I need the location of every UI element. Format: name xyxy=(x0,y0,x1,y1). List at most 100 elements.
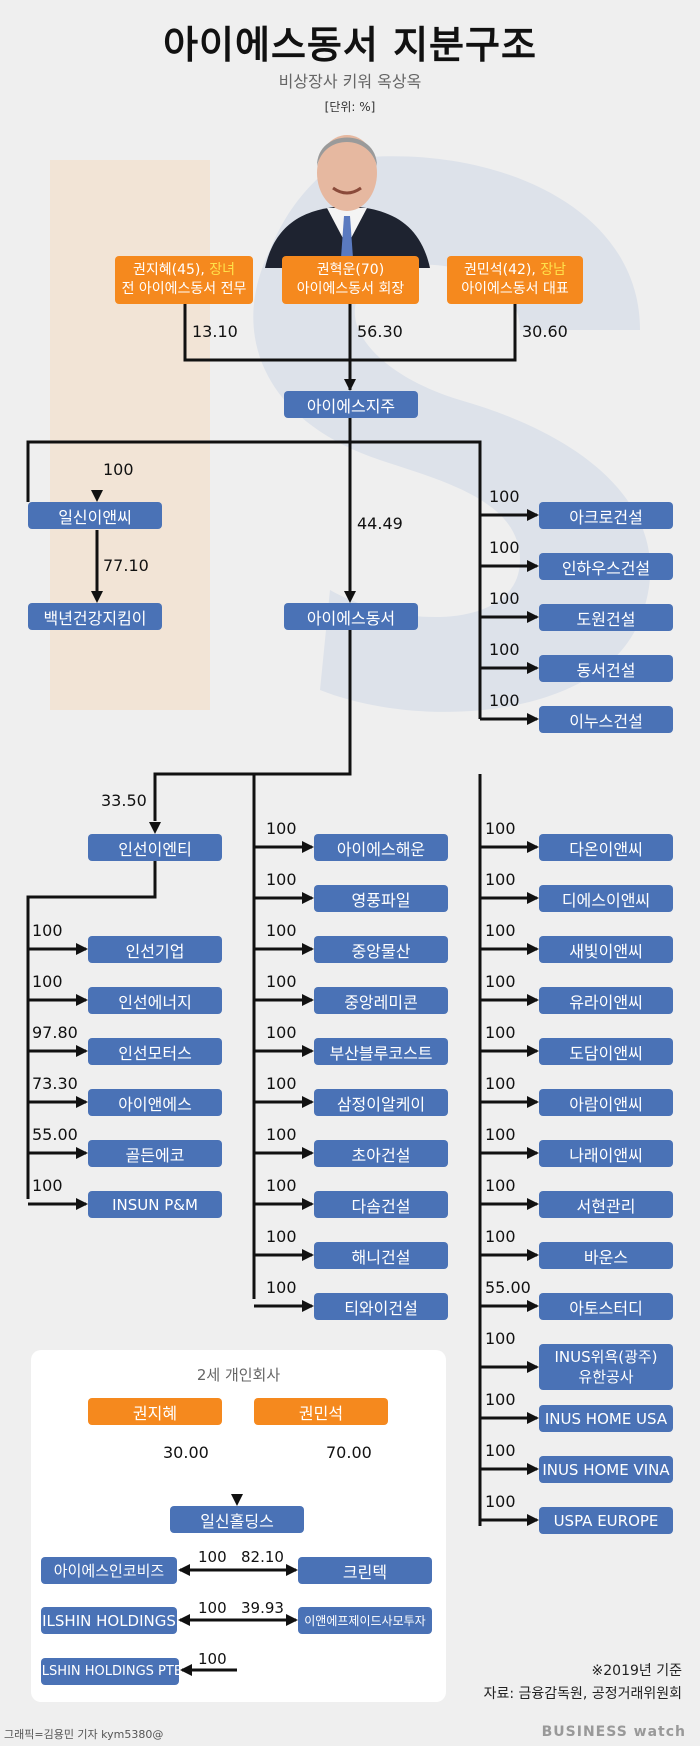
middle-subs-arrow-2 xyxy=(302,943,314,955)
inseon-subs-arrow-2 xyxy=(76,1045,88,1057)
middle-subs-box-5: 삼정이알케이 xyxy=(314,1089,448,1116)
inseon-subs-arrow-1 xyxy=(76,994,88,1006)
inseon-box: 인선이엔티 xyxy=(88,834,222,861)
inseon-subs-box-1: 인선에너지 xyxy=(88,987,222,1014)
sg-sub-left-0: 아이에스인코비즈 xyxy=(41,1557,177,1584)
right-subs-arrow-7 xyxy=(527,1198,539,1210)
right-subs-arrow-3 xyxy=(527,994,539,1006)
middle-subs-stake-5: 100 xyxy=(266,1074,297,1093)
holding-subs-arrow-0 xyxy=(527,509,539,521)
right-subs-name-6: 나래이앤씨 xyxy=(569,1145,643,1165)
right-subs-arrow-12 xyxy=(527,1463,539,1475)
right-subs-box-12: INUS HOME VINA xyxy=(539,1456,673,1483)
stake-chairman: 56.30 xyxy=(357,322,403,341)
inseon-subs-arrow-0 xyxy=(76,943,88,955)
right-subs-arrow-5 xyxy=(527,1096,539,1108)
right-subs-name-12: INUS HOME VINA xyxy=(542,1460,670,1479)
middle-subs-stake-7: 100 xyxy=(266,1176,297,1195)
holding-subs-arrow-4 xyxy=(527,713,539,725)
stake-son: 30.60 xyxy=(522,322,568,341)
owner-stake-minseok: 70.00 xyxy=(326,1443,372,1462)
middle-subs-arrow-5 xyxy=(302,1096,314,1108)
middle-subs-name-0: 아이에스해운 xyxy=(336,839,426,859)
sg-sub-right-1: 이앤에프제이드사모투자 xyxy=(298,1607,432,1634)
holding-box: 아이에스지주 xyxy=(284,391,418,418)
inseon-subs-name-5: INSUN P&M xyxy=(112,1195,198,1214)
right-subs-arrow-4 xyxy=(527,1045,539,1057)
inseon-subs-box-4: 골든에코 xyxy=(88,1140,222,1167)
middle-subs-arrow-8 xyxy=(302,1249,314,1261)
right-subs-name-11: INUS HOME USA xyxy=(544,1409,668,1428)
holding-subs-box-1: 인하우스건설 xyxy=(539,553,673,580)
inseon-stake: 33.50 xyxy=(101,791,147,810)
middle-subs-name-4: 부산블루코스트 xyxy=(329,1043,433,1063)
right-subs-box-13: USPA EUROPE xyxy=(539,1507,673,1534)
middle-subs-box-7: 다솜건설 xyxy=(314,1191,448,1218)
sg-stake-right-0: 82.10 xyxy=(241,1548,284,1566)
right-subs-box-2: 새빛이앤씨 xyxy=(539,936,673,963)
middle-subs-arrow-6 xyxy=(302,1147,314,1159)
dongseo-box: 아이에스동서 xyxy=(284,603,418,630)
middle-subs-name-1: 영풍파일 xyxy=(351,890,411,910)
middle-subs-arrow-7 xyxy=(302,1198,314,1210)
dongseo-stake: 44.49 xyxy=(357,514,403,533)
right-subs-arrow-9 xyxy=(527,1300,539,1312)
page-title: 아이에스동서 지분구조 xyxy=(163,23,537,67)
right-subs-stake-2: 100 xyxy=(485,921,516,940)
inseon-subs-name-2: 인선모터스 xyxy=(118,1043,192,1063)
brand-logo: BUSINESS watch xyxy=(541,1724,686,1740)
inseon-subs-name-3: 아이앤에스 xyxy=(118,1094,192,1114)
right-subs-stake-13: 100 xyxy=(485,1492,516,1511)
right-subs-box-8: 바운스 xyxy=(539,1242,673,1269)
inseon-subs-box-5: INSUN P&M xyxy=(88,1191,222,1218)
middle-subs-box-3: 중앙레미콘 xyxy=(314,987,448,1014)
middle-subs-name-3: 중앙레미콘 xyxy=(344,992,418,1012)
right-subs-name-4: 도담이앤씨 xyxy=(569,1043,643,1063)
person-role-chairman: 아이에스동서 회장 xyxy=(296,281,405,297)
right-subs-box-4: 도담이앤씨 xyxy=(539,1038,673,1065)
holding-subs-box-0: 아크로건설 xyxy=(539,502,673,529)
person-name-chairman: 권혁운(70) xyxy=(316,262,385,278)
inseon-subs-stake-5: 100 xyxy=(32,1176,63,1195)
inseon-subs-arrow-3 xyxy=(76,1096,88,1108)
owner-box-jihye: 권지혜 xyxy=(88,1398,222,1425)
middle-subs-stake-0: 100 xyxy=(266,819,297,838)
owner-stake-jihye: 30.00 xyxy=(163,1443,209,1462)
middle-subs-name-6: 초아건설 xyxy=(351,1145,411,1165)
right-subs-box-0: 다온이앤씨 xyxy=(539,834,673,861)
unit-label: [단위: %] xyxy=(324,100,376,114)
inseon-subs-stake-1: 100 xyxy=(32,972,63,991)
right-subs-stake-5: 100 xyxy=(485,1074,516,1093)
inseon-subs-arrow-5 xyxy=(76,1198,88,1210)
right-subs-stake-4: 100 xyxy=(485,1023,516,1042)
right-subs-stake-11: 100 xyxy=(485,1390,516,1409)
right-subs-name-1: 디에스이앤씨 xyxy=(561,890,651,910)
inseon-subs-arrow-4 xyxy=(76,1147,88,1159)
right-subs-box-9: 아토스터디 xyxy=(539,1293,673,1320)
person-role-daughter: 전 아이에스동서 전무 xyxy=(121,281,247,297)
person-relation-son: 장남 xyxy=(540,262,567,278)
ilsin-stake: 100 xyxy=(103,460,134,479)
down-arrow-1 xyxy=(91,591,103,603)
owner-box-minseok: 권민석 xyxy=(254,1398,388,1425)
right-subs-name-7: 서현관리 xyxy=(576,1196,636,1216)
person-box-son: 권민석(42), 장남 아이에스동서 대표 xyxy=(447,256,583,304)
inseon-subs-box-2: 인선모터스 xyxy=(88,1038,222,1065)
middle-subs-arrow-4 xyxy=(302,1045,314,1057)
middle-subs-stake-9: 100 xyxy=(266,1278,297,1297)
middle-subs-name-5: 삼정이알케이 xyxy=(336,1094,426,1114)
right-subs-stake-0: 100 xyxy=(485,819,516,838)
middle-subs-arrow-1 xyxy=(302,892,314,904)
right-subs-box-6: 나래이앤씨 xyxy=(539,1140,673,1167)
chairman-portrait xyxy=(265,135,430,268)
right-subs-stake-3: 100 xyxy=(485,972,516,991)
right-subs-arrow-11 xyxy=(527,1412,539,1424)
right-subs-box-11: INUS HOME USA xyxy=(539,1405,673,1432)
middle-subs-stake-1: 100 xyxy=(266,870,297,889)
right-subs-box-10: INUS위욕(광주)유한공사 xyxy=(539,1344,673,1390)
note-source: 자료: 금융감독원, 공정거래위원회 xyxy=(483,1686,682,1702)
page-subtitle: 비상장사 키워 옥상옥 xyxy=(278,72,422,91)
right-subs-name-10: INUS위욕(광주) xyxy=(554,1348,658,1366)
right-subs-arrow-13 xyxy=(527,1514,539,1526)
inseon-subs-box-3: 아이앤에스 xyxy=(88,1089,222,1116)
